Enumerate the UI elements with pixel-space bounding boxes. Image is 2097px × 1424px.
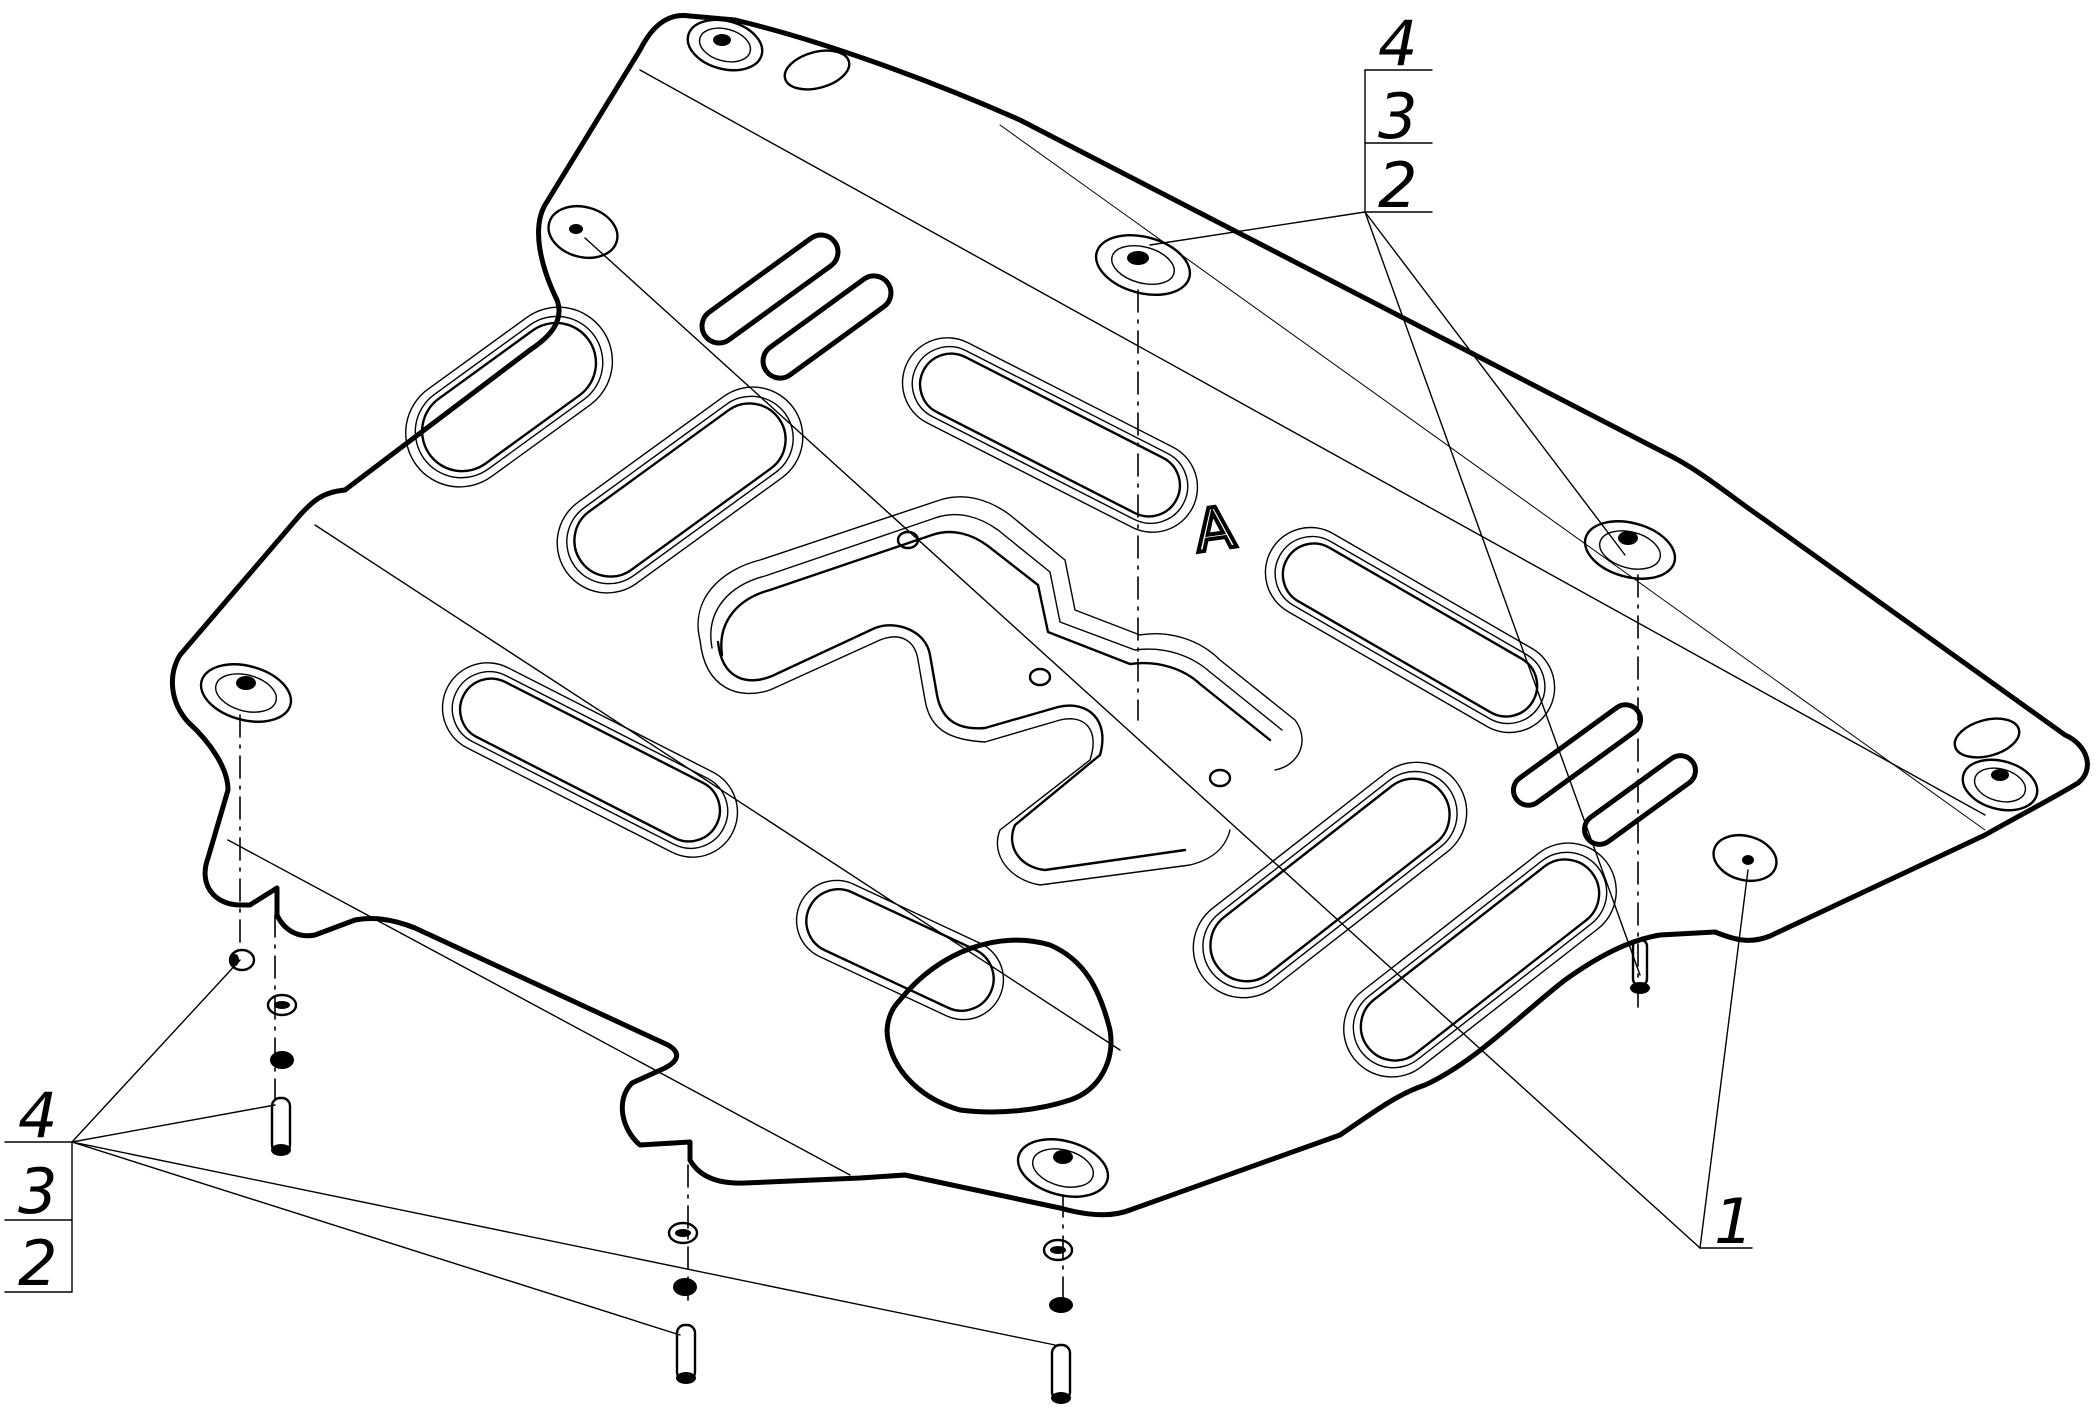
fastener-stack-bottom-mid — [667, 1221, 699, 1384]
mount-hole-far-right — [1961, 758, 2039, 812]
leader-lines — [71, 211, 1749, 1346]
callout-part-1-label: 1 — [1714, 1185, 1753, 1258]
mount-hole-right — [1583, 520, 1677, 580]
callout-left-3: 3 — [18, 1155, 57, 1228]
large-cutout — [884, 937, 1114, 1115]
callout-top-right-3: 3 — [1378, 80, 1417, 153]
mount-hole-center-top — [1094, 234, 1192, 296]
callout-left-2: 2 — [18, 1227, 57, 1300]
fastener-stack-bottom-right — [1042, 1238, 1074, 1404]
fastener-stack-left — [228, 948, 298, 1156]
mount-hole-left — [199, 663, 293, 723]
oval-slot-far-right — [1953, 717, 2021, 759]
skid-plate-outline — [169, 12, 2090, 1218]
fastener-stack-right — [1630, 938, 1650, 994]
callout-left: 4 3 2 — [4, 1079, 73, 1300]
mount-hole-top-left — [686, 18, 764, 72]
centre-lines — [239, 289, 1639, 1311]
plate-mark: A — [1190, 493, 1239, 566]
callout-part-1: 1 — [1699, 1185, 1753, 1258]
callout-top-right-2: 2 — [1378, 149, 1417, 222]
vent-openings — [404, 306, 1617, 1078]
small-hole-2 — [1028, 667, 1052, 687]
s-channel — [697, 496, 1303, 886]
callout-top-right-4: 4 — [1378, 7, 1417, 80]
mount-hole-right-lower — [1712, 833, 1778, 883]
mount-hole-bottom — [1016, 1138, 1110, 1198]
fold-line-top — [639, 69, 1986, 816]
callout-top-right: 4 3 2 — [1364, 7, 1433, 222]
callout-left-4: 4 — [18, 1079, 57, 1152]
fold-line-mid — [314, 524, 1121, 1051]
mount-hole-left-upper — [547, 205, 619, 259]
oval-slot-top — [783, 49, 851, 91]
small-hole-3 — [1208, 768, 1232, 788]
fold-line-mid2 — [999, 124, 1986, 831]
fold-line-low — [227, 839, 851, 1176]
